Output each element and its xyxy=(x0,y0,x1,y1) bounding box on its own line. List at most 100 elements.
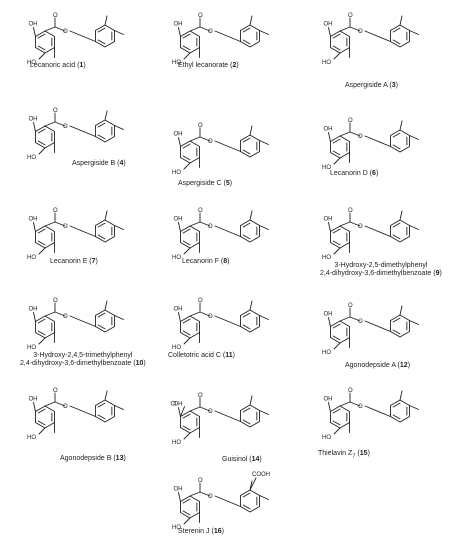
bond xyxy=(178,137,181,147)
double-bond xyxy=(37,33,46,39)
carbonyl-oxygen: O xyxy=(348,303,353,309)
double-bond xyxy=(242,149,251,155)
bond xyxy=(249,210,253,221)
caption-line-1: 3-Hydroxy-2,5-dimethylphenyl xyxy=(334,262,428,269)
carbonyl-oxygen: O xyxy=(198,208,203,214)
bond xyxy=(104,210,108,221)
double-bond xyxy=(242,222,251,228)
bond xyxy=(178,312,181,322)
carbonyl-oxygen: O xyxy=(348,13,353,19)
compound-caption-8: Lecanorin F (8) xyxy=(182,258,230,265)
bond xyxy=(44,26,56,32)
double-bond xyxy=(182,228,191,234)
bond xyxy=(38,147,46,155)
compound-name: 2,4-dihydroxy-3,6-dimethylbenzoate xyxy=(320,270,432,277)
double-bond xyxy=(332,33,341,39)
compound-name: Lecanorin E xyxy=(50,258,88,265)
double-bond xyxy=(332,138,341,144)
bond xyxy=(259,315,269,320)
double-bond xyxy=(332,408,341,414)
compound-caption-11: Colletotric acid C (11) xyxy=(168,352,235,359)
double-bond xyxy=(242,324,251,330)
compound-caption-6: Lecanorin D (6) xyxy=(330,170,379,177)
compound-caption-12: Agonodepside A (12) xyxy=(345,362,411,369)
bond xyxy=(189,136,201,142)
double-bond xyxy=(242,137,251,143)
bond xyxy=(44,311,56,317)
ester-oxygen: O xyxy=(358,404,363,410)
ester-oxygen: O xyxy=(63,124,68,130)
compound-name: 2,4-dihydroxy-3,6-dimethylbenzoate xyxy=(20,360,132,367)
compound-number: 14 xyxy=(251,456,260,463)
bond xyxy=(104,110,108,121)
bond xyxy=(33,27,36,37)
double-bond xyxy=(332,420,341,426)
compound-name: Thielavin Z xyxy=(318,450,353,457)
ester-oxygen: O xyxy=(63,29,68,35)
bond xyxy=(178,27,181,37)
double-bond xyxy=(392,402,401,408)
bond xyxy=(183,52,191,60)
bond xyxy=(399,120,403,131)
carbonyl-oxygen: O xyxy=(53,13,58,19)
hydroxyl-group: OH xyxy=(28,22,37,28)
bond xyxy=(328,222,331,232)
double-bond xyxy=(332,335,341,341)
bond xyxy=(399,390,403,401)
double-bond xyxy=(182,413,191,419)
bond xyxy=(333,247,341,255)
bond xyxy=(214,140,241,152)
bond xyxy=(349,131,361,137)
bond xyxy=(349,316,361,322)
ester-oxygen: O xyxy=(358,29,363,35)
compound-name: Aspergiside C xyxy=(178,180,222,187)
bond xyxy=(214,495,241,507)
compound-caption-7: Lecanorin E (7) xyxy=(50,258,98,265)
ester-oxygen: O xyxy=(63,404,68,410)
bond xyxy=(104,300,108,311)
bond xyxy=(54,121,66,127)
bond xyxy=(199,406,211,412)
bond xyxy=(180,406,185,417)
bond xyxy=(339,221,351,227)
bond xyxy=(44,121,56,127)
bond xyxy=(328,27,331,37)
bond xyxy=(349,221,361,227)
bond xyxy=(214,315,241,327)
hydroxyl-group: HO xyxy=(27,435,36,441)
double-bond xyxy=(37,140,46,146)
compound-number: 1 xyxy=(79,62,84,69)
hydroxyl-group: HO xyxy=(322,165,331,171)
hydroxyl-group: HO xyxy=(322,255,331,261)
bond xyxy=(339,26,351,32)
compound-caption-1: Lecanoric acid (1) xyxy=(30,62,86,69)
hydroxyl-group: HO xyxy=(322,435,331,441)
compound-number: 13 xyxy=(115,455,124,462)
bond xyxy=(249,15,253,26)
bond xyxy=(54,221,66,227)
bond xyxy=(189,406,201,412)
compound-number: 3 xyxy=(391,82,396,89)
compound-caption-15: Thielavin Z7 (15) xyxy=(318,450,370,460)
double-bond xyxy=(97,234,106,240)
bond xyxy=(199,221,211,227)
bond xyxy=(183,162,191,170)
bond xyxy=(333,157,341,165)
double-bond xyxy=(392,329,401,335)
bond xyxy=(183,337,191,345)
bond xyxy=(69,405,96,417)
double-bond xyxy=(97,27,106,33)
bond xyxy=(44,221,56,227)
bond xyxy=(259,225,269,230)
compound-caption-16: Sterenin J (16) xyxy=(178,528,224,535)
double-bond xyxy=(182,498,191,504)
